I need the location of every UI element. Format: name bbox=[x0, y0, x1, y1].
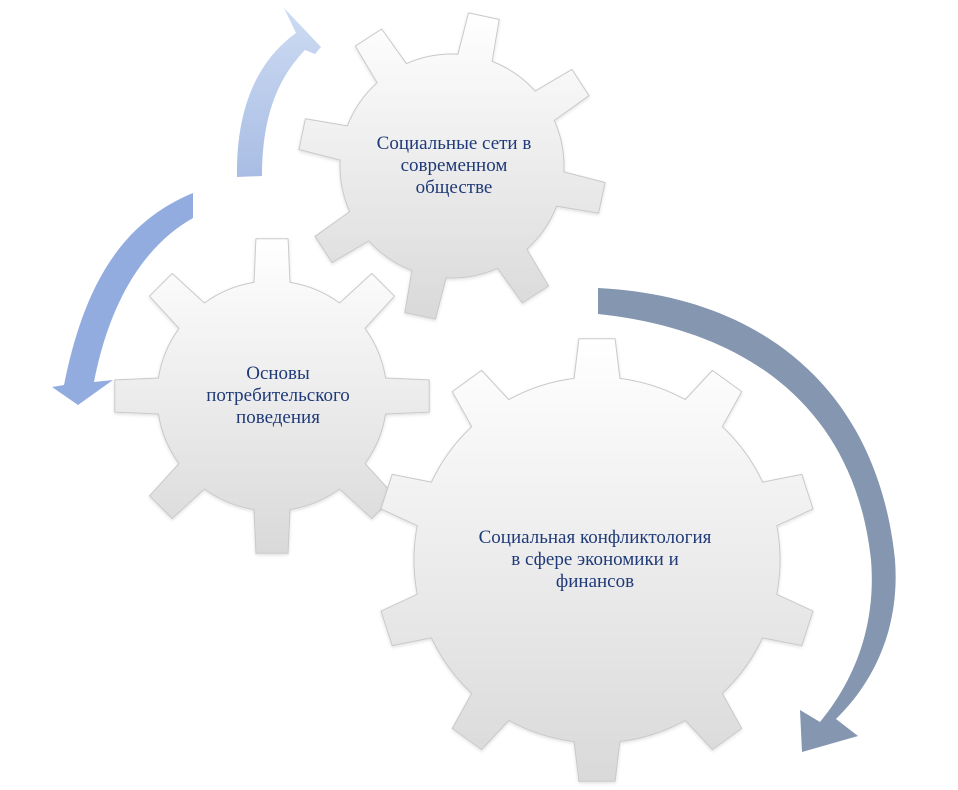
gear-label-conflictology: Социальная конфликтология в сфере эконом… bbox=[440, 527, 750, 593]
gear-label-line: Социальные сети в bbox=[376, 133, 532, 154]
gear-big bbox=[380, 338, 814, 782]
arrow-left bbox=[52, 193, 193, 405]
gear-label-line: потребительского bbox=[206, 385, 350, 406]
gear-label-line: в сфере экономики и bbox=[511, 549, 679, 570]
gear-label-social-networks: Социальные сети в современном обществе bbox=[338, 133, 570, 199]
gear-label-line: обществе bbox=[415, 177, 493, 198]
arrow-right bbox=[598, 288, 896, 752]
arrow-top bbox=[236, 8, 321, 177]
gear-label-line: современном bbox=[400, 155, 508, 176]
gear-label-line: поведения bbox=[236, 407, 320, 428]
gear-label-line: Социальная конфликтология bbox=[478, 527, 712, 548]
gear-label-consumer-behavior: Основы потребительского поведения bbox=[162, 363, 394, 429]
gear-label-line: Основы bbox=[246, 363, 310, 384]
gear-label-line: финансов bbox=[555, 571, 635, 592]
gear-top bbox=[298, 12, 606, 320]
gear-left bbox=[114, 238, 430, 554]
